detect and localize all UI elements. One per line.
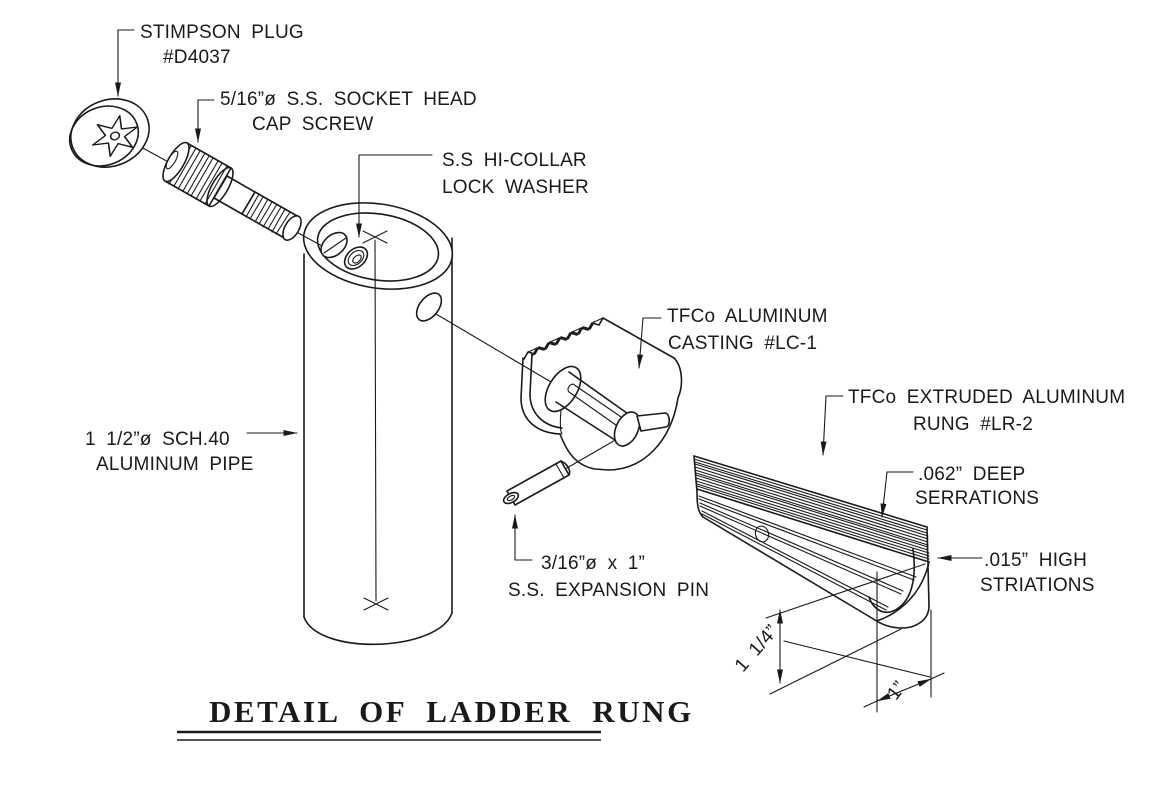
label-stimpson-plug-line2: #D4037	[163, 47, 231, 68]
label-cap-screw-line1: 5/16”ø S.S. SOCKET HEAD	[220, 89, 477, 110]
drawing-title: DETAIL OF LADDER RUNG	[177, 694, 694, 741]
label-lock-washer-line1: S.S HI-COLLAR	[442, 150, 587, 171]
rung-end-inner-profile	[868, 548, 916, 613]
label-striations-line1: .015” HIGH	[984, 550, 1087, 571]
aluminum-pipe	[302, 202, 454, 646]
label-cap-screw-line2: CAP SCREW	[252, 114, 374, 135]
label-stimpson-plug-line1: STIMPSON PLUG	[140, 22, 304, 43]
expansion-pin	[502, 460, 571, 506]
hi-collar-lock-washer	[320, 231, 369, 270]
label-expansion-pin-line2: S.S. EXPANSION PIN	[508, 580, 709, 601]
title-text: DETAIL OF LADDER RUNG	[209, 694, 694, 729]
serration-lines	[693, 458, 930, 560]
label-casting-line2: CASTING #LC-1	[668, 333, 817, 354]
rung-hole	[754, 525, 770, 543]
extruded-rung	[693, 455, 930, 629]
striation-lines	[698, 495, 917, 611]
label-expansion-pin-line1: 3/16”ø x 1”	[541, 553, 645, 574]
label-striations-line2: STRIATIONS	[980, 575, 1095, 596]
stimpson-plug	[68, 98, 150, 168]
label-serrations-line2: SERRATIONS	[915, 488, 1039, 509]
casting-boss	[544, 365, 671, 447]
label-aluminum-pipe-line1: 1 1/2”ø SCH.40	[85, 429, 230, 450]
pipe-centerline	[362, 230, 389, 611]
leaders-and-labels: STIMPSON PLUG #D4037 5/16”ø S.S. SOCKET …	[85, 22, 1125, 601]
dimension-rung-width: 1”	[883, 678, 910, 705]
label-aluminum-pipe-line2: ALUMINUM PIPE	[96, 454, 254, 475]
label-rung-line1: TFCo EXTRUDED ALUMINUM	[848, 387, 1125, 408]
label-casting-line1: TFCo ALUMINUM	[667, 306, 828, 327]
label-serrations-line1: .062” DEEP	[918, 464, 1025, 485]
label-lock-washer-line2: LOCK WASHER	[442, 177, 589, 198]
pipe-side-hole	[415, 292, 443, 322]
dimension-rung-height: 1 1/4”	[731, 621, 783, 676]
hole-axis-centerline	[435, 313, 552, 383]
label-rung-line2: RUNG #LR-2	[913, 414, 1033, 435]
socket-head-cap-screw	[162, 141, 302, 242]
